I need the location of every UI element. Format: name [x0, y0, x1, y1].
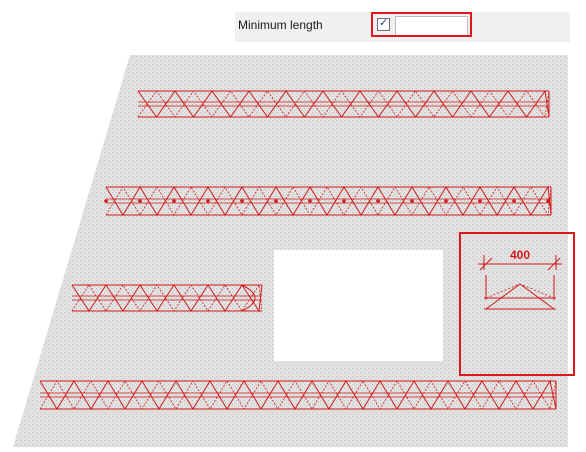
mesh-node: [274, 199, 278, 203]
minimum-length-checkbox[interactable]: ✓: [377, 16, 390, 31]
mesh-node: [308, 199, 312, 203]
dimension-value: 400: [510, 248, 530, 262]
mesh-node: [546, 199, 550, 203]
mesh-strip-4[interactable]: [39, 379, 557, 411]
mesh-node: [444, 199, 448, 203]
mesh-node: [376, 199, 380, 203]
mesh-node: [172, 199, 176, 203]
mesh-node: [512, 199, 516, 203]
mesh-node: [342, 199, 346, 203]
mesh-node: [104, 199, 108, 203]
mesh-node: [240, 199, 244, 203]
slab-opening[interactable]: [274, 250, 443, 361]
mesh-strip-1[interactable]: [137, 89, 550, 119]
mesh-node: [206, 199, 210, 203]
minimum-length-label: Minimum length: [238, 18, 323, 32]
dimension-line: 400: [478, 248, 562, 271]
mesh-node: [410, 199, 414, 203]
highlight-checkbox-field: [371, 12, 472, 37]
short-mesh-piece[interactable]: [484, 275, 556, 310]
mesh-strip-3[interactable]: [71, 283, 263, 313]
mesh-node: [478, 199, 482, 203]
highlight-short-piece: [459, 232, 575, 376]
mesh-node: [138, 199, 142, 203]
check-icon: ✓: [379, 16, 389, 29]
mesh-strip-2[interactable]: [104, 185, 552, 217]
